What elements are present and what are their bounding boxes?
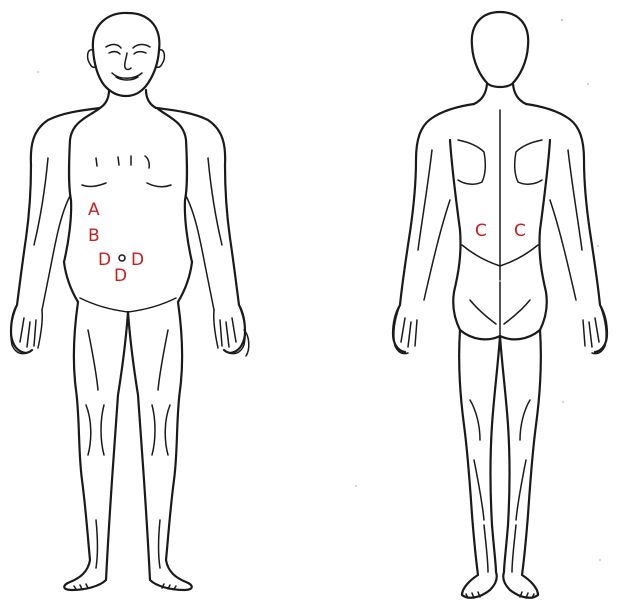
marker-c-right: C [514, 221, 526, 241]
front-navel [119, 255, 125, 261]
marker-c-left: C [475, 221, 487, 241]
back-head [472, 12, 528, 87]
front-markers: A B D D D [88, 200, 144, 286]
front-figure [11, 13, 249, 590]
front-legs [64, 302, 192, 590]
marker-d-left: D [98, 250, 111, 270]
front-right-hand [214, 305, 249, 356]
back-figure [393, 12, 607, 598]
marker-d-center: D [114, 266, 127, 286]
marker-a: A [88, 200, 100, 220]
marker-b: B [88, 226, 100, 246]
marker-d-right: D [131, 250, 144, 270]
paper-specks [37, 19, 601, 561]
back-legs [459, 330, 541, 598]
front-face [106, 44, 150, 80]
